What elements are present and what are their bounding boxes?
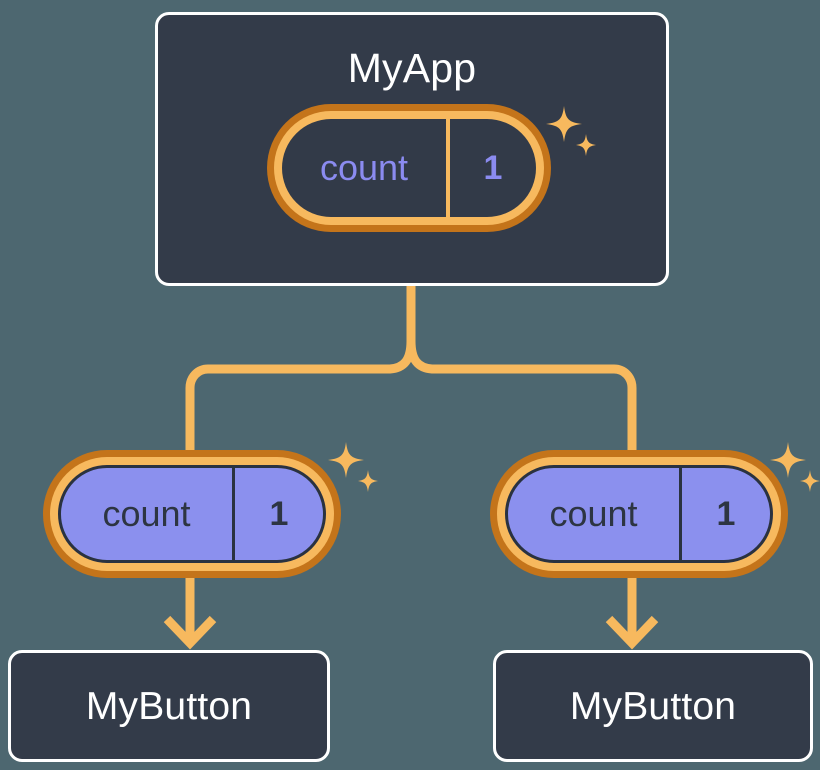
- state-pill-child-right-body: count 1: [505, 465, 773, 563]
- state-pill-child-right-inner-ring: count 1: [497, 457, 781, 571]
- connector-branch-right: [406, 340, 637, 452]
- component-card-mybutton-right[interactable]: MyButton: [493, 650, 813, 762]
- state-pill-child-right-ring: count 1: [490, 450, 788, 578]
- component-card-mybutton-left[interactable]: MyButton: [8, 650, 330, 762]
- state-value-child-left: 1: [269, 494, 289, 533]
- state-pill-root-body: count 1: [282, 119, 536, 217]
- state-pill-child-right[interactable]: count 1: [490, 450, 788, 578]
- component-label-myapp: MyApp: [347, 45, 477, 91]
- arrow-head-left: [163, 615, 217, 650]
- connector-branch-left: [185, 340, 416, 452]
- state-key-child-right: count: [508, 468, 682, 560]
- component-label-mybutton-left: MyButton: [85, 684, 253, 728]
- state-key-root: count: [282, 119, 450, 217]
- state-value-root: 1: [483, 148, 503, 187]
- state-pill-child-left-body: count 1: [58, 465, 326, 563]
- state-key-child-left: count: [61, 468, 235, 560]
- state-value-child-right: 1: [716, 494, 736, 533]
- state-pill-root-ring: count 1: [267, 104, 551, 232]
- state-pill-root[interactable]: count 1: [267, 104, 551, 232]
- state-pill-child-left-inner-ring: count 1: [50, 457, 334, 571]
- state-pill-child-left-ring: count 1: [43, 450, 341, 578]
- arrow-head-right: [605, 615, 659, 650]
- state-pill-child-left[interactable]: count 1: [43, 450, 341, 578]
- state-pill-root-inner-ring: count 1: [274, 111, 544, 225]
- component-label-mybutton-right: MyButton: [569, 684, 737, 728]
